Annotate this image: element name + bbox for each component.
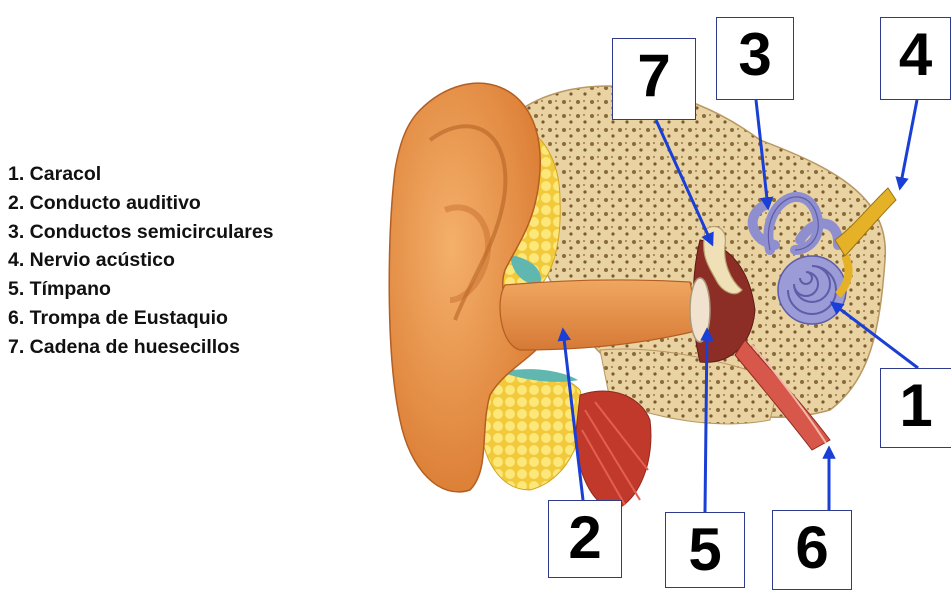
label-box-6: 6 (772, 510, 852, 590)
fat-tissue-lower (480, 371, 583, 490)
label-box-5: 5 (665, 512, 745, 588)
label-box-7: 7 (612, 38, 696, 120)
cochlea (778, 256, 846, 324)
arrow-to-5 (705, 330, 707, 512)
label-box-3: 3 (716, 17, 794, 100)
muscle (575, 391, 651, 510)
label-box-2: 2 (548, 500, 622, 578)
arrow-to-4 (900, 100, 917, 188)
label-box-4: 4 (880, 17, 951, 100)
label-box-1: 1 (880, 368, 951, 448)
